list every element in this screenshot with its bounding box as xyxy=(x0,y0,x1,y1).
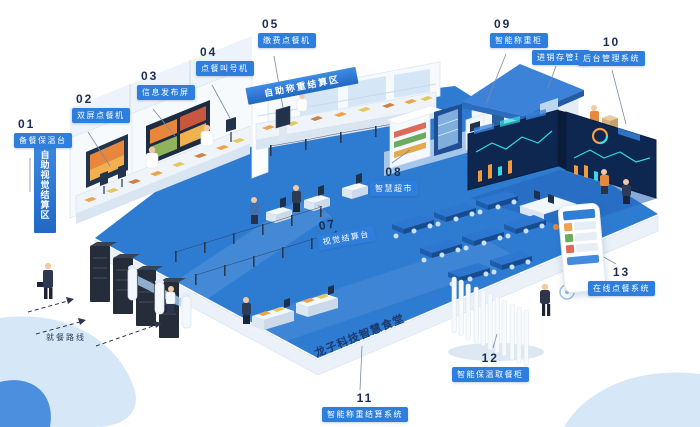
weighing-settlement-counters xyxy=(242,285,338,330)
queue-rails xyxy=(175,206,337,285)
callout-number: 07 xyxy=(317,216,338,234)
leader-line xyxy=(492,333,498,349)
leader-line xyxy=(391,149,411,164)
zone-banner-visual: 自助视觉结算区 xyxy=(34,136,56,233)
phone-list-item xyxy=(563,220,597,232)
phone-list-item xyxy=(564,231,598,243)
dining-route xyxy=(27,297,162,347)
callout-label: 进销存管理 xyxy=(532,50,590,65)
callout-label: 智能称重柜 xyxy=(490,33,548,48)
callout-label: 智能保温取餐柜 xyxy=(452,367,529,382)
staff-figures xyxy=(600,169,631,204)
callout-label: 在线点餐系统 xyxy=(588,281,655,296)
warming-counter xyxy=(75,125,251,224)
callout-13: 13 在线点餐系统 xyxy=(588,266,655,296)
text-lines xyxy=(575,242,599,253)
text-lines xyxy=(573,220,597,231)
callout-10: 10 后台管理系统 xyxy=(578,36,645,66)
callout-02: 02 双屏点餐机 xyxy=(72,93,130,123)
leader-line xyxy=(485,53,507,105)
leader-line xyxy=(317,204,333,220)
callout-12: 12 智能保温取餐柜 xyxy=(452,352,529,382)
food-thumbnail xyxy=(564,233,574,243)
leader-line xyxy=(601,255,617,265)
callout-08: 08 智慧超市 xyxy=(370,166,418,196)
visitor-figure xyxy=(37,262,53,299)
phone-order-button xyxy=(566,254,600,266)
fridge xyxy=(434,104,462,156)
payment-order-kiosk xyxy=(275,105,291,142)
visual-checkout xyxy=(250,173,368,224)
callout-number: 10 xyxy=(602,35,621,49)
callout-inventory: 进销存管理 xyxy=(532,50,590,65)
phone-app-header xyxy=(562,208,596,221)
call-number-kiosk xyxy=(226,117,236,142)
callout-11: 11 智能称重结算系统 xyxy=(322,392,408,422)
pickup-cabinet xyxy=(448,276,575,367)
control-center xyxy=(467,109,658,230)
callout-01: 01 备餐保温台 xyxy=(14,118,72,148)
callout-09: 09 智能称重柜 xyxy=(490,18,548,48)
callout-number: 09 xyxy=(494,17,512,31)
callout-label: 智能称重结算系统 xyxy=(322,407,408,422)
callout-label: 双屏点餐机 xyxy=(72,108,130,123)
callout-number: 02 xyxy=(76,92,94,106)
chef-figures xyxy=(145,124,214,169)
callout-number: 08 xyxy=(385,165,403,179)
callout-04: 04 点餐叫号机 xyxy=(196,46,254,76)
callout-number: 12 xyxy=(481,351,499,365)
callout-label: 信息发布屏 xyxy=(137,85,195,100)
callout-number: 13 xyxy=(612,265,631,279)
leader-line xyxy=(359,345,363,391)
callout-number: 04 xyxy=(200,45,218,59)
gate-user-figure xyxy=(165,286,176,314)
route-label: 就餐路线 xyxy=(46,333,86,342)
callout-label: 点餐叫号机 xyxy=(196,61,254,76)
callout-05: 05 缴费点餐机 xyxy=(258,18,316,48)
info-screen xyxy=(146,100,210,166)
callout-number: 05 xyxy=(262,17,280,31)
callout-label: 缴费点餐机 xyxy=(258,33,316,48)
food-thumbnail xyxy=(563,222,573,232)
leader-line xyxy=(211,84,231,119)
leader-line xyxy=(547,65,557,89)
callout-number: 01 xyxy=(18,117,36,131)
callout-03: 03 信息发布屏 xyxy=(137,70,195,100)
decor-waves xyxy=(0,316,700,427)
leader-line xyxy=(611,69,627,125)
leader-line xyxy=(152,108,176,137)
pickup-user-figure xyxy=(540,283,551,316)
speed-gates xyxy=(127,265,192,329)
callout-label: 智慧超市 xyxy=(370,181,418,196)
phone-list-item xyxy=(565,242,599,254)
entry-gates xyxy=(37,242,192,338)
text-lines xyxy=(574,231,598,242)
callout-number: 11 xyxy=(356,391,374,405)
food-thumbnail xyxy=(565,244,575,254)
callout-label: 备餐保温台 xyxy=(14,133,72,148)
dual-screen-order-kiosks xyxy=(100,164,126,194)
callout-label: 后台管理系统 xyxy=(578,51,645,66)
callout-number: 03 xyxy=(141,69,159,83)
leader-line xyxy=(87,131,111,167)
